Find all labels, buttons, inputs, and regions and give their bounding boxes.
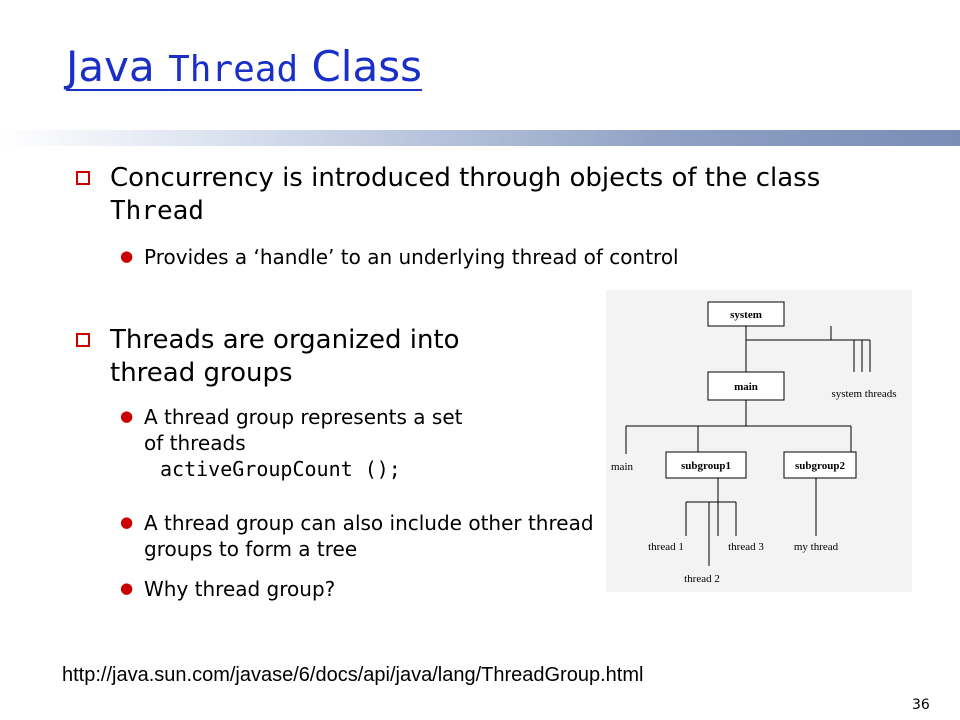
node-subgroup2 [783, 451, 857, 479]
reference-url: http://java.sun.com/javase/6/docs/api/ja… [62, 664, 644, 686]
circle-bullet-icon: ● [120, 579, 134, 597]
label-my-thread: my thread [794, 541, 839, 553]
thread-tree-svg: system main subgroup1 subgroup2 system t… [611, 301, 897, 585]
sub-bullet-why: ● Why thread group? [120, 577, 336, 601]
label-thread3: thread 3 [728, 541, 764, 553]
node-main [707, 371, 785, 401]
sub-bullet-include: ● A thread group can also include other … [120, 511, 594, 561]
sub-bullet-represents: ● A thread group represents a set of thr… [120, 404, 520, 482]
code-active-group-count: activeGroupCount (); [160, 457, 401, 481]
label-system-threads: system threads [831, 388, 896, 400]
thread-group-diagram: system main subgroup1 subgroup2 system t… [606, 290, 912, 592]
circle-bullet-icon: ● [120, 513, 134, 531]
square-bullet-icon [76, 171, 90, 185]
label-thread2: thread 2 [684, 573, 720, 585]
page-number: 36 [912, 697, 930, 713]
label-thread1: thread 1 [648, 541, 684, 553]
slide-title: Java Thread Class [66, 42, 422, 91]
title-divider-bar [0, 130, 960, 146]
circle-bullet-icon: ● [120, 247, 134, 265]
node-subgroup2-label: subgroup2 [795, 460, 845, 472]
label-main-thread: main [611, 461, 633, 473]
bullet-thread-groups: Threads are organized into thread groups [76, 324, 536, 390]
node-subgroup1-label: subgroup1 [681, 460, 731, 472]
sub-bullet-handle: ● Provides a ‘handle’ to an underlying t… [120, 245, 679, 269]
square-bullet-icon [76, 333, 90, 347]
node-main-label: main [734, 381, 758, 393]
bullet-concurrency: Concurrency is introduced through object… [76, 162, 856, 228]
node-subgroup1 [665, 451, 747, 479]
circle-bullet-icon: ● [120, 407, 134, 425]
node-system [707, 301, 785, 327]
node-system-label: system [730, 309, 762, 321]
